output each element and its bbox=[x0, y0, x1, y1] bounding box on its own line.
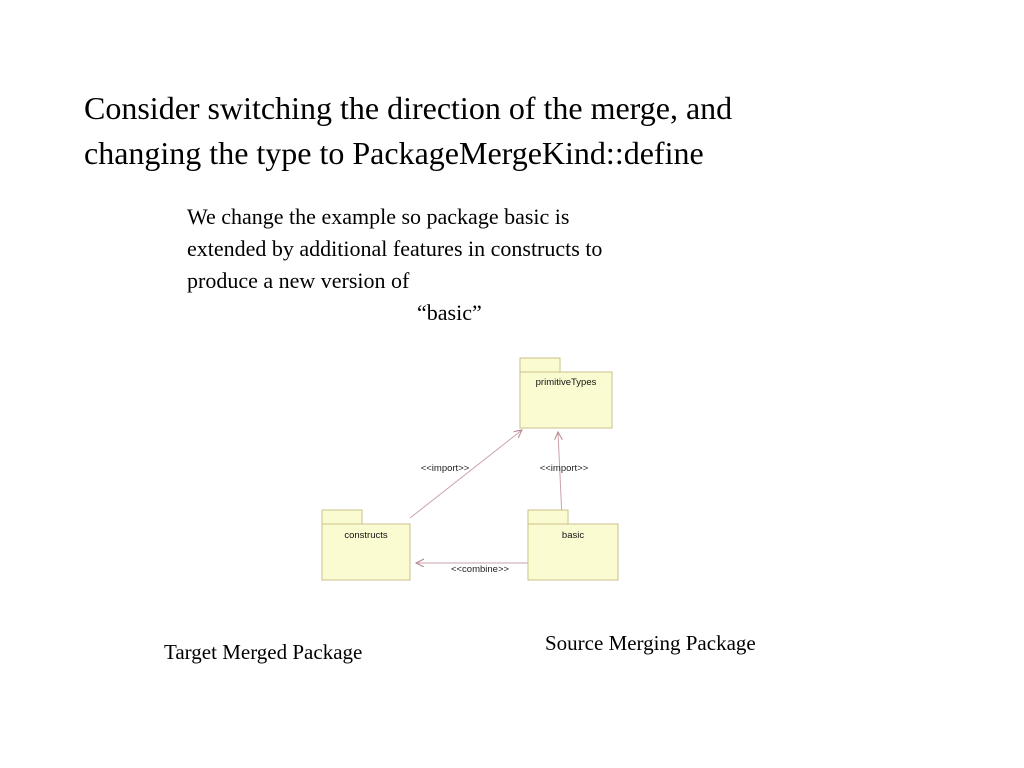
package-primitiveTypes-body bbox=[519, 371, 613, 429]
package-constructs-label: constructs bbox=[344, 530, 388, 541]
package-constructs[interactable]: constructs bbox=[321, 509, 411, 581]
page-title-line-1: Consider switching the direction of the … bbox=[84, 90, 733, 126]
page-title: Consider switching the direction of the … bbox=[84, 86, 944, 176]
body-text-line-2: extended by additional features in const… bbox=[187, 236, 603, 261]
connector-constructs-import bbox=[409, 430, 522, 519]
caption-target-merged-package: Target Merged Package bbox=[164, 640, 363, 664]
connector-basic-import bbox=[558, 432, 562, 519]
package-primitiveTypes-label: primitiveTypes bbox=[536, 377, 597, 388]
package-basic[interactable]: basic bbox=[527, 509, 619, 581]
uml-package-diagram: primitiveTypes constructs basic <<import… bbox=[300, 350, 650, 600]
package-primitiveTypes[interactable]: primitiveTypes bbox=[519, 357, 613, 429]
body-text-line-3: produce a new version of bbox=[187, 268, 410, 293]
relationship-label-basic-combine: <<combine>> bbox=[451, 564, 510, 575]
body-text-line-1: We change the example so package basic i… bbox=[187, 204, 570, 229]
relationship-label-constructs-import: <<import>> bbox=[421, 463, 470, 474]
package-constructs-tab bbox=[321, 509, 363, 525]
caption-source-merging-package: Source Merging Package bbox=[545, 631, 756, 655]
package-basic-tab bbox=[527, 509, 569, 525]
body-text: We change the example so package basic i… bbox=[187, 201, 887, 329]
package-basic-label: basic bbox=[562, 530, 584, 541]
diagram-svg: primitiveTypes constructs basic <<import… bbox=[321, 357, 619, 581]
package-primitiveTypes-tab bbox=[519, 357, 561, 373]
body-text-line-4: “basic” bbox=[417, 300, 482, 325]
package-constructs-body bbox=[321, 523, 411, 581]
relationship-label-basic-import: <<import>> bbox=[540, 463, 589, 474]
package-basic-body bbox=[527, 523, 619, 581]
page-title-line-2: changing the type to PackageMergeKind::d… bbox=[84, 135, 704, 171]
